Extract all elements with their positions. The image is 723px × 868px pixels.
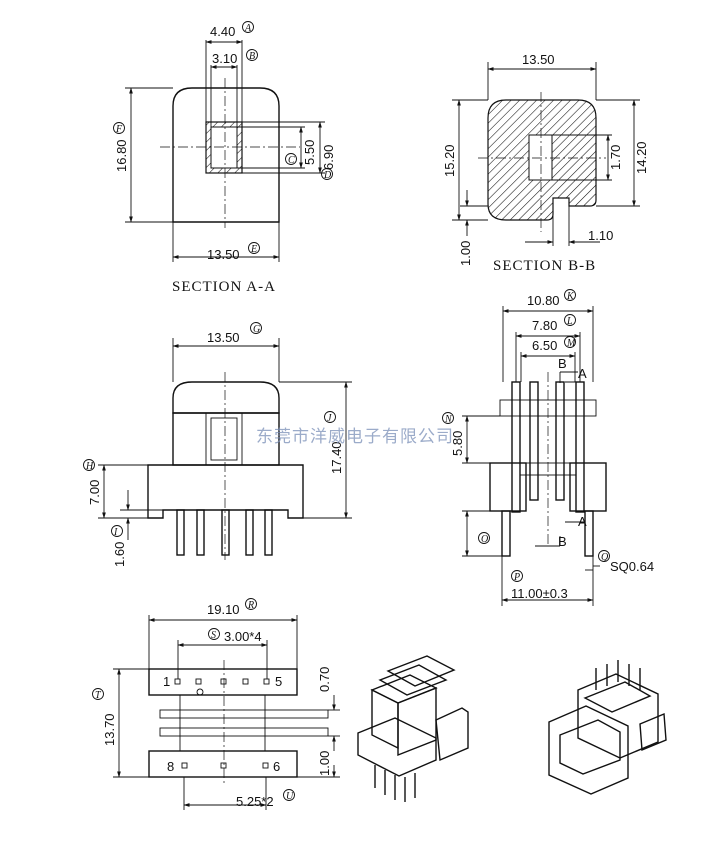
section-aa-view xyxy=(125,40,325,262)
svg-text:C: C xyxy=(288,155,295,166)
dim-a-outer-h: 6.90 xyxy=(321,145,336,170)
pin-label-5: 5 xyxy=(275,674,282,689)
dim-bottom-pitch-bot: 5.25*2 xyxy=(236,794,274,809)
dim-a-width: 13.50 xyxy=(207,247,240,262)
bottom-view xyxy=(113,615,340,810)
svg-text:T: T xyxy=(95,690,102,701)
dim-b-height-right: 14.20 xyxy=(634,141,649,174)
svg-text:D: D xyxy=(323,170,332,181)
dim-b-slot: 1.70 xyxy=(608,145,623,170)
dim-side-pin: SQ0.64 xyxy=(610,559,654,574)
dim-side-mid: 7.80 xyxy=(532,318,557,333)
dim-a-inner-h: 5.50 xyxy=(302,140,317,165)
front-view xyxy=(98,338,352,560)
pin-label-1: 1 xyxy=(163,674,170,689)
pin-label-6: 6 xyxy=(273,759,280,774)
dim-front-width: 13.50 xyxy=(207,330,240,345)
dim-side-pitch: 11.00±0.3 xyxy=(511,586,568,601)
dim-bottom-pitch-top: 3.00*4 xyxy=(224,629,262,644)
dim-bottom-height: 13.70 xyxy=(102,713,117,746)
pin-holes xyxy=(174,678,270,769)
dim-bottom-width: 19.10 xyxy=(207,602,240,617)
svg-text:O: O xyxy=(481,534,488,545)
tag-circles-bottom: R S T U xyxy=(92,598,295,802)
isometric-view-left xyxy=(357,655,469,802)
svg-text:A: A xyxy=(244,23,252,34)
side-view xyxy=(462,306,607,606)
svg-text:H: H xyxy=(85,461,94,472)
svg-text:N: N xyxy=(444,414,453,425)
svg-text:F: F xyxy=(115,124,123,135)
tag-circles-front: G J H I xyxy=(83,322,336,538)
dim-bottom-slot-top: 0.70 xyxy=(317,667,332,692)
dim-a-inner: 3.10 xyxy=(212,51,237,66)
section-aa-title: SECTION A-A xyxy=(172,279,276,295)
dim-side-h: 5.80 xyxy=(450,431,465,456)
dim-bottom-slot-bot: 1.00 xyxy=(317,751,332,776)
dim-side-outer: 10.80 xyxy=(527,293,560,308)
label-a-top: A xyxy=(578,366,587,381)
tag-circles-side: K L M N O P Q xyxy=(442,289,610,583)
svg-text:B: B xyxy=(249,51,255,62)
label-b-bottom: B xyxy=(558,534,567,549)
dim-front-base: 7.00 xyxy=(87,480,102,505)
pin-label-8: 8 xyxy=(167,759,174,774)
front-pins xyxy=(176,509,273,556)
dim-b-gap: 1.10 xyxy=(588,228,613,243)
dim-side-inner: 6.50 xyxy=(532,338,557,353)
dim-b-height-left: 15.20 xyxy=(442,144,457,177)
svg-text:Q: Q xyxy=(601,552,609,563)
tag-circles-aa: A B F C D E xyxy=(113,21,333,255)
dim-front-height: 17.40 xyxy=(329,441,344,474)
svg-text:R: R xyxy=(247,600,254,611)
svg-text:L: L xyxy=(566,316,573,327)
svg-text:G: G xyxy=(253,324,260,335)
isometric-view-right xyxy=(548,660,667,795)
svg-text:E: E xyxy=(250,244,257,255)
watermark-text: 东莞市洋威电子有限公司 xyxy=(256,427,454,447)
svg-text:P: P xyxy=(513,572,520,583)
dim-b-base: 1.00 xyxy=(458,241,473,266)
label-b-top: B xyxy=(558,356,567,371)
section-bb-view xyxy=(452,62,640,246)
dim-b-width: 13.50 xyxy=(522,52,555,67)
dim-a-height: 16.80 xyxy=(114,139,129,172)
dim-a-outer: 4.40 xyxy=(210,24,235,39)
svg-text:K: K xyxy=(566,291,575,302)
dim-front-foot: 1.60 xyxy=(112,542,127,567)
section-bb-title: SECTION B-B xyxy=(493,258,596,274)
svg-text:M: M xyxy=(566,338,576,349)
svg-text:S: S xyxy=(211,630,216,641)
label-a-bottom: A xyxy=(578,514,587,529)
svg-text:I: I xyxy=(113,527,118,538)
svg-text:U: U xyxy=(286,791,294,802)
svg-text:J: J xyxy=(327,413,332,424)
